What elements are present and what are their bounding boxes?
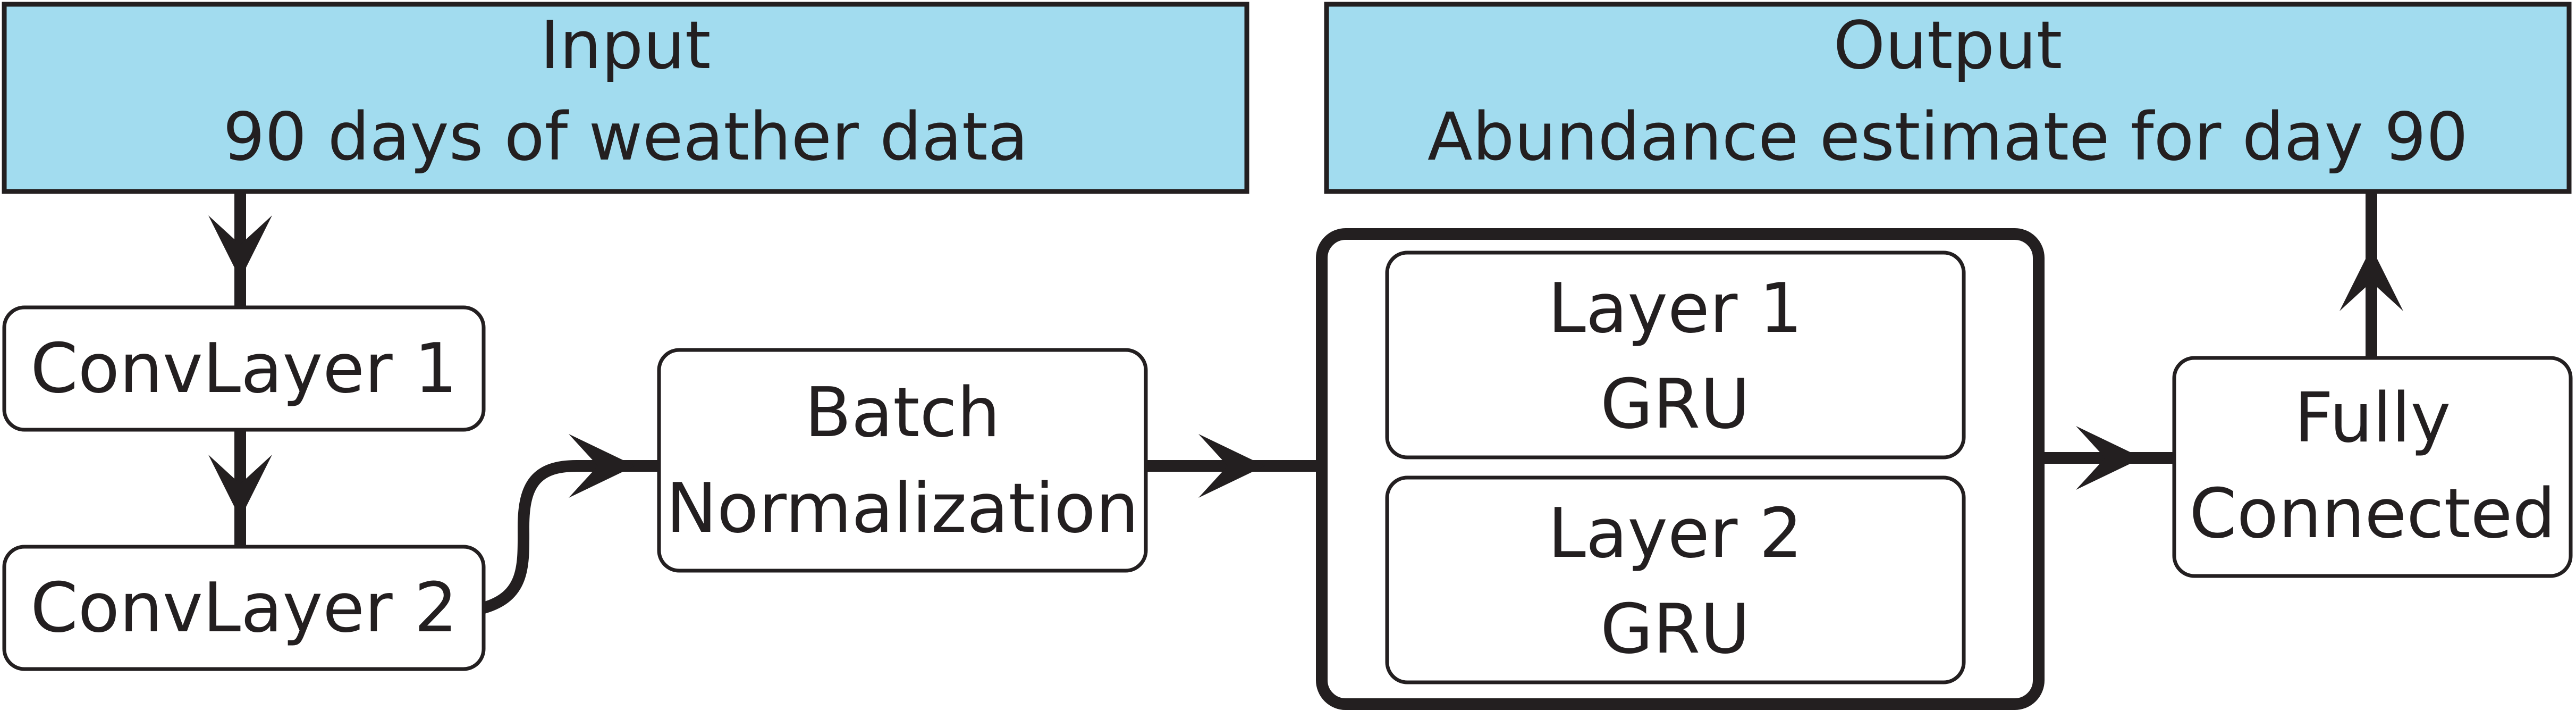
fully-connected-label-line1: Fully [2294, 379, 2451, 458]
fully-connected-label-line2: Connected [2189, 474, 2555, 554]
batch-normalization-node: Batch Normalization [657, 348, 1148, 573]
arrowhead-up-icon [2339, 247, 2403, 311]
arrowhead-right-icon [2076, 426, 2142, 490]
gru-layer-2-node: Layer 2 GRU [1385, 475, 1966, 684]
edge-conv2-to-batchnorm [482, 460, 659, 614]
arrowhead-down-icon [208, 455, 272, 519]
fully-connected-node: Fully Connected [2172, 356, 2573, 578]
arrowheads [208, 215, 2403, 519]
conv-layer-1-node: ConvLayer 1 [2, 305, 486, 432]
batchnorm-label-line1: Batch [805, 373, 1000, 453]
gru-layer-2-label-line1: Layer 2 [1548, 494, 1803, 573]
output-title: Output [1834, 7, 2063, 84]
gru-group: Layer 1 GRU Layer 2 GRU [1316, 228, 2045, 710]
arrowhead-down-icon [208, 215, 272, 279]
batchnorm-label-line2: Normalization [666, 469, 1139, 548]
input-box: Input 90 days of weather data [2, 2, 1249, 194]
gru-layer-1-label-line1: Layer 1 [1548, 269, 1803, 348]
conv-layer-2-label: ConvLayer 2 [30, 569, 458, 648]
arrowhead-right-icon [569, 434, 635, 498]
output-subtitle: Abundance estimate for day 90 [1428, 99, 2468, 176]
arrowhead-right-icon [1198, 434, 1265, 498]
output-box: Output Abundance estimate for day 90 [1324, 2, 2572, 194]
conv-layer-1-label: ConvLayer 1 [30, 329, 458, 408]
connectors [234, 191, 2377, 614]
input-title: Input [540, 7, 711, 84]
gru-layer-2-label-line2: GRU [1600, 590, 1750, 669]
gru-layer-1-node: Layer 1 GRU [1385, 250, 1966, 460]
gru-layer-1-label-line2: GRU [1600, 365, 1750, 444]
conv-layer-2-node: ConvLayer 2 [2, 545, 486, 671]
input-subtitle: 90 days of weather data [223, 99, 1028, 176]
